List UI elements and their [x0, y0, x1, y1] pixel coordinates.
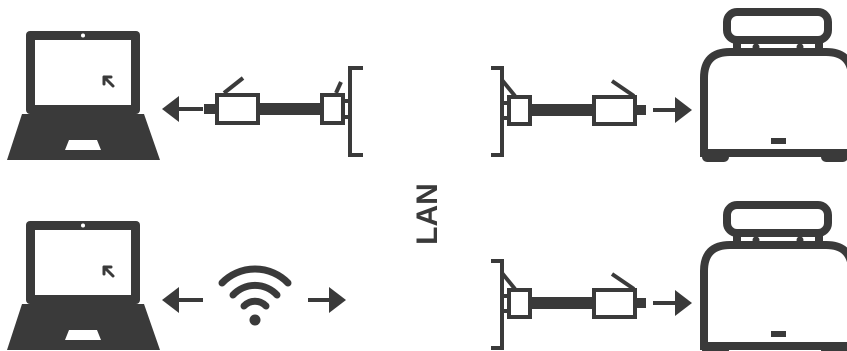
- arrow-right-icon: [653, 97, 692, 123]
- arrow-left-icon: [162, 96, 203, 122]
- laptop-icon: [5, 29, 162, 162]
- ethernet-cable-icon: [489, 259, 648, 350]
- lan-label: LAN: [411, 183, 444, 245]
- laptop-icon: [5, 219, 162, 351]
- ethernet-cable-icon: [489, 66, 648, 157]
- arrow-left-icon: [162, 287, 203, 313]
- ethernet-cable-icon: [202, 66, 365, 157]
- wifi-icon: [218, 265, 292, 326]
- printer-icon: [702, 205, 847, 351]
- arrow-right-icon: [653, 290, 692, 316]
- arrow-right-icon: [308, 287, 346, 313]
- printer-icon: [702, 12, 847, 162]
